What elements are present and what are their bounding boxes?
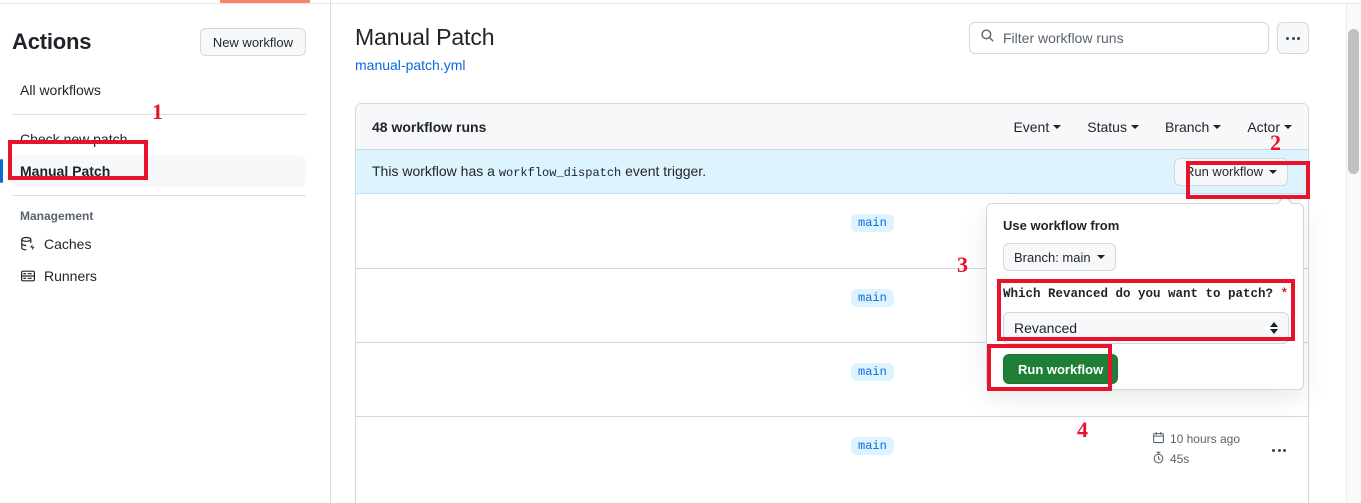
run-workflow-dropdown-button[interactable]: Run workflow xyxy=(1173,157,1288,186)
server-icon xyxy=(20,268,36,284)
revanced-select[interactable]: Revanced xyxy=(1003,312,1289,344)
submit-run-workflow-button[interactable]: Run workflow xyxy=(1003,354,1119,384)
chevron-down-icon xyxy=(1284,124,1292,129)
dispatch-event-code: workflow_dispatch xyxy=(498,166,622,180)
search-input[interactable]: Filter workflow runs xyxy=(969,22,1269,54)
sidebar-list: All workflows Check new patch Manual Pat… xyxy=(0,74,306,292)
filter-actor[interactable]: Actor xyxy=(1247,119,1292,135)
sidebar-item-caches[interactable]: Caches xyxy=(12,228,306,260)
row-meta: 10 hours ago 45s xyxy=(1152,431,1240,467)
required-indicator: * xyxy=(1280,287,1289,301)
runs-filter-menus: Event Status Branch Actor xyxy=(1013,119,1292,135)
dropdown-caret xyxy=(1277,197,1293,205)
more-options-button[interactable] xyxy=(1277,22,1309,54)
select-arrows-icon xyxy=(1270,322,1278,334)
workflow-header: Manual Patch manual-patch.yml xyxy=(355,22,495,75)
filter-actor-label: Actor xyxy=(1247,118,1280,135)
filter-area: Filter workflow runs xyxy=(969,22,1309,54)
branch-select-button[interactable]: Branch: main xyxy=(1003,243,1116,271)
filter-event[interactable]: Event xyxy=(1013,118,1062,135)
workflow-title: Manual Patch xyxy=(355,24,495,50)
runs-count: 48 workflow runs xyxy=(372,118,487,135)
dispatch-banner-text: This workflow has a workflow_dispatch ev… xyxy=(372,163,706,180)
chevron-down-icon xyxy=(1053,124,1062,129)
branch-badge[interactable]: main xyxy=(851,437,894,455)
chevron-down-icon xyxy=(1213,124,1222,129)
sidebar-header: Actions New workflow xyxy=(12,26,306,58)
sidebar-item-label: Manual Patch xyxy=(20,163,111,179)
sidebar-item-runners[interactable]: Runners xyxy=(12,260,306,292)
use-workflow-from-label: Use workflow from xyxy=(1003,218,1120,233)
new-workflow-button[interactable]: New workflow xyxy=(199,28,306,56)
chevron-down-icon xyxy=(1096,255,1105,259)
sidebar-separator-1 xyxy=(12,114,306,115)
branch-select-label: Branch: main xyxy=(1014,249,1091,265)
branch-badge[interactable]: main xyxy=(851,289,894,307)
sidebar-group-management: Management xyxy=(20,209,94,223)
filter-branch-label: Branch xyxy=(1164,118,1210,135)
sidebar-divider xyxy=(330,0,331,503)
sidebar-item-label: Runners xyxy=(44,268,97,284)
filter-status-label: Status xyxy=(1087,118,1127,135)
filter-status[interactable]: Status xyxy=(1087,119,1139,135)
search-icon xyxy=(980,28,995,48)
cache-icon xyxy=(20,236,36,252)
branch-badge[interactable]: main xyxy=(851,363,894,381)
sidebar-item-check-new-patch[interactable]: Check new patch xyxy=(12,123,306,155)
scrollbar-thumb[interactable] xyxy=(1348,29,1359,174)
workflow-dispatch-banner: This workflow has a workflow_dispatch ev… xyxy=(356,150,1308,194)
row-more-options-button[interactable] xyxy=(1272,449,1286,452)
sidebar-item-manual-patch[interactable]: Manual Patch xyxy=(0,155,306,187)
chevron-down-icon xyxy=(1269,169,1277,174)
kebab-icon xyxy=(1272,449,1286,452)
run-workflow-button-label: Run workflow xyxy=(1184,164,1263,179)
sidebar-item-all-workflows[interactable]: All workflows xyxy=(12,74,306,106)
filter-branch[interactable]: Branch xyxy=(1164,118,1222,135)
branch-badge[interactable]: main xyxy=(851,214,894,232)
top-hairline xyxy=(0,3,1361,4)
actions-sidebar: Actions New workflow All workflows Check… xyxy=(0,4,330,503)
sidebar-item-label: All workflows xyxy=(20,82,101,98)
stopwatch-icon xyxy=(1152,451,1165,467)
search-placeholder: Filter workflow runs xyxy=(1003,30,1124,46)
sidebar-item-label: Check new patch xyxy=(20,131,128,147)
sidebar-separator-2 xyxy=(12,195,306,196)
runs-header: 48 workflow runs Event Status Branch xyxy=(356,104,1308,150)
filter-event-label: Event xyxy=(1013,118,1050,135)
run-workflow-dropdown-panel: Use workflow from Branch: main Which Rev… xyxy=(986,195,1304,390)
sidebar-item-label: Caches xyxy=(44,236,92,252)
page-scrollbar[interactable] xyxy=(1346,4,1361,503)
page-loading-bar xyxy=(220,0,310,3)
dispatch-text-before: This workflow has a xyxy=(372,163,495,179)
age-line: 10 hours ago xyxy=(1152,431,1240,447)
workflow-input-label: Which Revanced do you want to patch? * xyxy=(1003,287,1288,301)
revanced-select-value: Revanced xyxy=(1014,320,1078,336)
duration-line: 45s xyxy=(1152,451,1189,467)
calendar-icon xyxy=(1152,431,1165,447)
workflow-file-link[interactable]: manual-patch.yml xyxy=(355,57,466,73)
chevron-down-icon xyxy=(1130,124,1139,129)
age-label: 10 hours ago xyxy=(1169,432,1240,446)
input-label-text: Which Revanced do you want to patch? xyxy=(1003,287,1274,301)
kebab-icon xyxy=(1286,36,1300,40)
dispatch-text-after: event trigger. xyxy=(625,163,707,179)
page-title-actions: Actions xyxy=(12,29,92,54)
table-row[interactable]: main 10 hours ago xyxy=(356,416,1308,490)
duration-label: 45s xyxy=(1169,452,1190,466)
